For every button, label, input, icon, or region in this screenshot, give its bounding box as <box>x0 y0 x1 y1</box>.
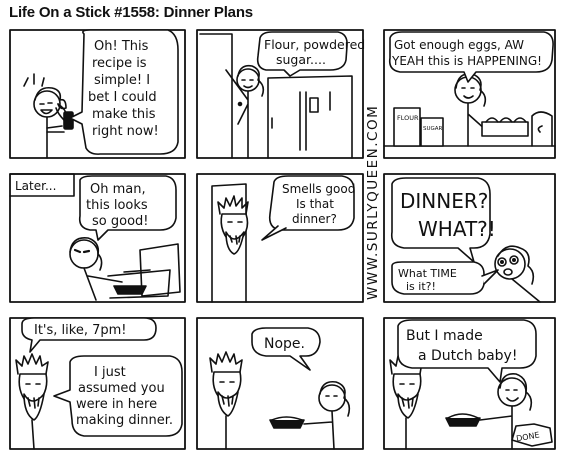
speech-line: bet I could <box>88 90 157 105</box>
speech-line: is it?! <box>406 280 436 293</box>
dish-icon <box>269 416 305 429</box>
speech-line: simple! I <box>94 73 150 88</box>
panel-7: It's, like, 7pm! I just assumed you were… <box>9 317 186 450</box>
flour-bag-icon: FLOUR <box>393 107 421 147</box>
speech-line: Oh! This <box>94 39 149 54</box>
man-character <box>209 351 243 450</box>
doorway-icon <box>211 183 247 303</box>
speech-bubble: Got enough eggs, AW YEAH this is HAPPENI… <box>388 31 554 83</box>
doorway-icon <box>199 33 243 159</box>
speech-line: sugar.... <box>276 52 326 67</box>
speech-line: dinner? <box>292 212 337 226</box>
speech-line: DINNER? <box>400 189 488 213</box>
speech-line: recipe is <box>92 56 147 71</box>
dish-icon <box>445 413 481 427</box>
speech-bubble: Oh man, this looks so good! <box>78 175 177 241</box>
speech-line: Nope. <box>264 336 305 352</box>
speech-line: Is that <box>296 197 334 211</box>
man-character <box>389 353 423 450</box>
caption-box: Later... <box>9 173 75 197</box>
man-character <box>15 353 49 450</box>
panel-9: But I made a Dutch baby! DONE <box>383 317 556 450</box>
panel-5: Smells good Is that dinner? <box>196 173 364 303</box>
dish-icon <box>113 285 147 295</box>
speech-line: Smells good <box>282 182 355 196</box>
milk-jug-icon <box>531 111 553 147</box>
speech-line: were in here <box>76 397 157 412</box>
signature-stamp: DONE <box>511 423 553 447</box>
speech-line: making dinner. <box>76 413 173 428</box>
panel-3: FLOUR SUGAR Got enough eggs, AW YEAH thi… <box>383 29 556 159</box>
man-character <box>217 195 249 255</box>
speech-bubble: Oh! This recipe is simple! I bet I could… <box>69 29 179 155</box>
girl-character <box>69 236 123 301</box>
panel-2: Flour, powdered sugar.... <box>196 29 365 159</box>
oven-icon <box>107 243 181 299</box>
speech-line: But I made <box>406 328 483 344</box>
phone-icon <box>63 111 74 130</box>
comic-title: Life On a Stick #1558: Dinner Plans <box>9 4 253 21</box>
speech-line: so good! <box>92 214 148 229</box>
speech-bubble: Nope. <box>251 327 321 371</box>
speech-line: What TIME <box>398 267 457 280</box>
egg-carton-icon <box>481 117 529 137</box>
speech-line: YEAH this is HAPPENING! <box>391 54 542 68</box>
speech-line: this looks <box>86 198 148 213</box>
girl-character <box>494 245 541 303</box>
panel-1: Oh! This recipe is simple! I bet I could… <box>9 29 186 159</box>
site-watermark: WWW.SURLYQUEEN.COM <box>365 105 381 300</box>
speech-bubble-bottom: I just assumed you were in here making d… <box>53 355 183 437</box>
speech-line: Got enough eggs, AW <box>394 38 524 52</box>
speech-bubble: Flour, powdered sugar.... <box>256 31 365 77</box>
speech-line: It's, like, 7pm! <box>34 323 127 338</box>
girl-character <box>33 86 67 159</box>
speech-line: WHAT?! <box>418 217 496 241</box>
panel-6: DINNER? WHAT?! What TIME is it?! <box>383 173 556 303</box>
speech-line: Flour, powdered <box>264 37 365 52</box>
girl-character <box>303 380 351 450</box>
speech-bubble-small: What TIME is it?! <box>391 261 499 295</box>
girl-character <box>479 372 533 450</box>
sugar-label: SUGAR <box>423 126 443 132</box>
speech-line: Oh man, <box>90 182 146 197</box>
signature-text: DONE <box>516 430 541 443</box>
girl-character <box>225 64 265 159</box>
speech-bubble-large: DINNER? WHAT?! <box>390 177 496 263</box>
speech-line: a Dutch baby! <box>418 348 517 364</box>
speech-line: assumed you <box>78 381 165 396</box>
speech-bubble: Smells good Is that dinner? <box>261 175 355 241</box>
speech-line: right now! <box>92 124 159 139</box>
girl-character <box>454 72 487 147</box>
sugar-bag-icon: SUGAR <box>420 117 444 147</box>
panel-4: Later... Oh man, this looks so good! <box>9 173 186 303</box>
panel-8: Nope. <box>196 317 364 450</box>
speech-bubble: But I made a Dutch baby! <box>397 319 537 383</box>
speech-line: make this <box>92 107 156 122</box>
speech-bubble-top: It's, like, 7pm! <box>21 317 157 353</box>
caption-text: Later... <box>15 179 56 193</box>
speech-line: I just <box>94 365 126 380</box>
flour-label: FLOUR <box>397 114 419 122</box>
fridge-icon <box>267 75 353 159</box>
